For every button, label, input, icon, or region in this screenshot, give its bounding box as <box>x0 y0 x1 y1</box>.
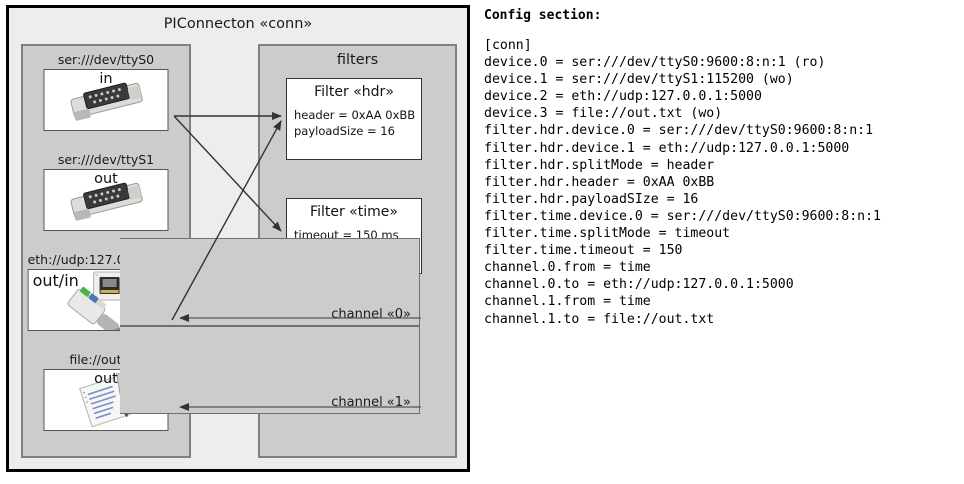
serial-port-icon <box>45 170 168 230</box>
filter-props-hdr: header = 0xAA 0xBB payloadSize = 16 <box>294 108 416 138</box>
device-direction-ttys0: in <box>99 71 113 87</box>
filters-panel-title: filters <box>336 52 379 68</box>
channel-box-0[interactable]: channel «0» <box>120 238 420 326</box>
device-label-ttys0: ser:///dev/ttyS0 <box>57 52 155 67</box>
channel-label-0: channel «0» <box>331 307 411 322</box>
filter-title-time: Filter «time» <box>310 204 398 220</box>
device-direction-eth: out/in <box>32 271 79 290</box>
device-direction-file: out <box>94 371 118 387</box>
device-box-ttys1[interactable]: out <box>43 169 169 231</box>
diagram-title: PIConnecton «conn» <box>163 16 313 32</box>
serial-port-icon <box>45 70 168 130</box>
connection-diagram: PIConnecton «conn» ser:///dev/ttyS0 in <box>6 5 470 472</box>
device-label-ttys1: ser:///dev/ttyS1 <box>57 152 155 167</box>
config-section: Config section: [conn] device.0 = ser://… <box>484 8 960 328</box>
config-section-body: [conn] device.0 = ser:///dev/ttyS0:9600:… <box>484 38 881 327</box>
device-node-ttys1[interactable]: ser:///dev/ttyS1 out <box>43 152 169 231</box>
device-direction-ttys1: out <box>94 171 118 187</box>
config-section-heading: Config section: <box>484 8 602 23</box>
device-node-ttys0[interactable]: ser:///dev/ttyS0 in <box>43 52 169 131</box>
channel-label-1: channel «1» <box>331 395 411 410</box>
filter-box-hdr[interactable]: Filter «hdr» header = 0xAA 0xBB payloadS… <box>286 78 422 160</box>
filter-title-hdr: Filter «hdr» <box>314 84 394 100</box>
filters-panel: filters Filter «hdr» header = 0xAA 0xBB … <box>120 44 457 458</box>
device-box-ttys0[interactable]: in <box>43 69 169 131</box>
network-plug-icon <box>29 270 152 330</box>
channel-box-1[interactable]: channel «1» <box>120 326 420 414</box>
